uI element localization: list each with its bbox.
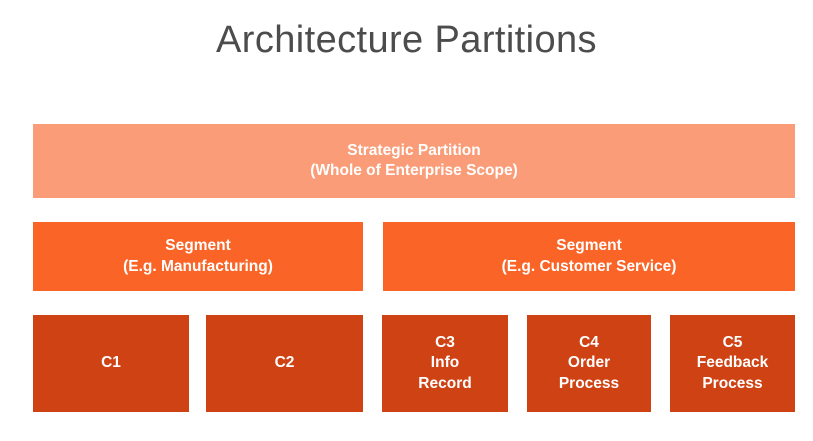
segment-box-manufacturing[interactable]: Segment (E.g. Manufacturing) (33, 222, 363, 291)
capability-box-c4[interactable]: C4 Order Process (527, 315, 651, 412)
capability-name-line1: Feedback (696, 354, 769, 372)
segment-example: (E.g. Customer Service) (501, 257, 677, 275)
strategic-partition-box[interactable]: Strategic Partition (Whole of Enterprise… (33, 124, 795, 198)
capability-name-line1: Info (430, 354, 460, 372)
capability-code: C2 (274, 354, 295, 372)
capability-name-line1: Order (567, 354, 611, 372)
strategic-partition-row: Strategic Partition (Whole of Enterprise… (33, 124, 795, 198)
capability-code: C1 (101, 354, 121, 372)
capability-code: C3 (435, 333, 455, 351)
capability-box-c1[interactable]: C1 (33, 315, 189, 412)
segment-row: Segment (E.g. Manufacturing) Segment (E.… (33, 222, 795, 291)
capability-box-c3[interactable]: C3 Info Record (382, 315, 508, 412)
capability-box-c5[interactable]: C5 Feedback Process (670, 315, 795, 412)
capability-row: C1 C2 C3 Info Record C4 Order Process C5… (33, 315, 795, 412)
page-title: Architecture Partitions (216, 19, 597, 61)
strategic-partition-title: Strategic Partition (347, 141, 481, 159)
segment-example: (E.g. Manufacturing) (123, 257, 273, 275)
capability-name-line2: Record (418, 374, 472, 392)
capability-box-c2[interactable]: C2 (206, 315, 363, 412)
segment-label: Segment (165, 237, 231, 255)
capability-name-line2: Process (558, 374, 620, 392)
capability-name-line2: Process (702, 374, 763, 392)
segment-label: Segment (556, 237, 622, 255)
segment-box-customer-service[interactable]: Segment (E.g. Customer Service) (383, 222, 795, 291)
capability-code: C5 (722, 333, 743, 351)
strategic-partition-scope: (Whole of Enterprise Scope) (310, 162, 518, 179)
capability-code: C4 (579, 333, 599, 351)
